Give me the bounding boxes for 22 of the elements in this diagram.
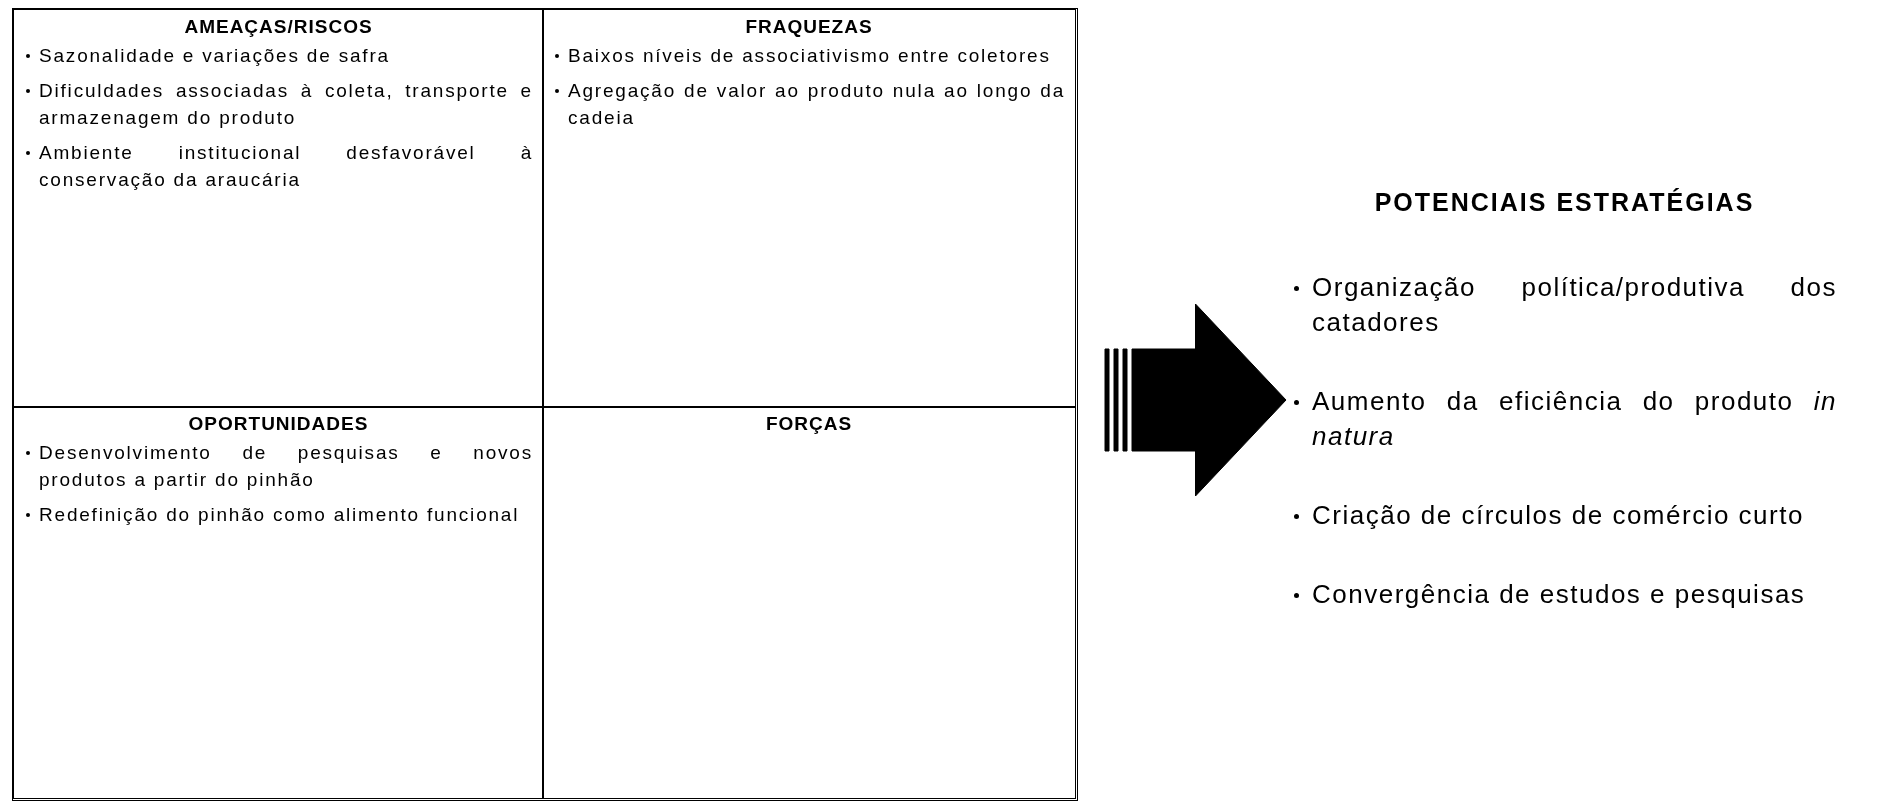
heading: POTENCIAIS ESTRATÉGIAS <box>1373 187 1756 218</box>
quadrant-panel <box>542 9 1076 408</box>
list-item: Dificuldades associadas à coleta, transporte e armazenagem do produto <box>39 79 533 130</box>
quadrant-panel <box>13 9 544 408</box>
block-arrow <box>1104 303 1287 497</box>
list-item: Organização política/produtiva dos catadores <box>1312 271 1837 339</box>
list-item: Sazonalidade e variações de safra <box>39 44 391 68</box>
quadrant-panel <box>13 406 544 799</box>
list-item: Desenvolvimento de pesquisas e novos produtos a partir do pinhão <box>39 441 533 492</box>
list-item: Aumento da eficiência do produto in natura <box>1312 385 1837 453</box>
list-item: Convergência de estudos e pesquisas <box>1312 578 1807 611</box>
swot-matrix <box>12 8 1078 801</box>
heading: OPORTUNIDADES <box>187 413 370 435</box>
list-item: Criação de círculos de comércio curto <box>1312 499 1805 532</box>
quadrant-panel <box>542 406 1076 799</box>
list-item: Agregação de valor ao produto nula ao longo da cadeia <box>568 79 1065 130</box>
list-item: Ambiente institucional desfavorável à conservação da araucária <box>39 141 533 192</box>
heading: AMEAÇAS/RISCOS <box>183 16 374 38</box>
list-item: Redefinição do pinhão como alimento funcional <box>39 503 521 527</box>
heading: FRAQUEZAS <box>744 16 874 38</box>
heading: FORÇAS <box>764 413 854 435</box>
list-item: Baixos níveis de associativismo entre coletores <box>568 44 1052 68</box>
